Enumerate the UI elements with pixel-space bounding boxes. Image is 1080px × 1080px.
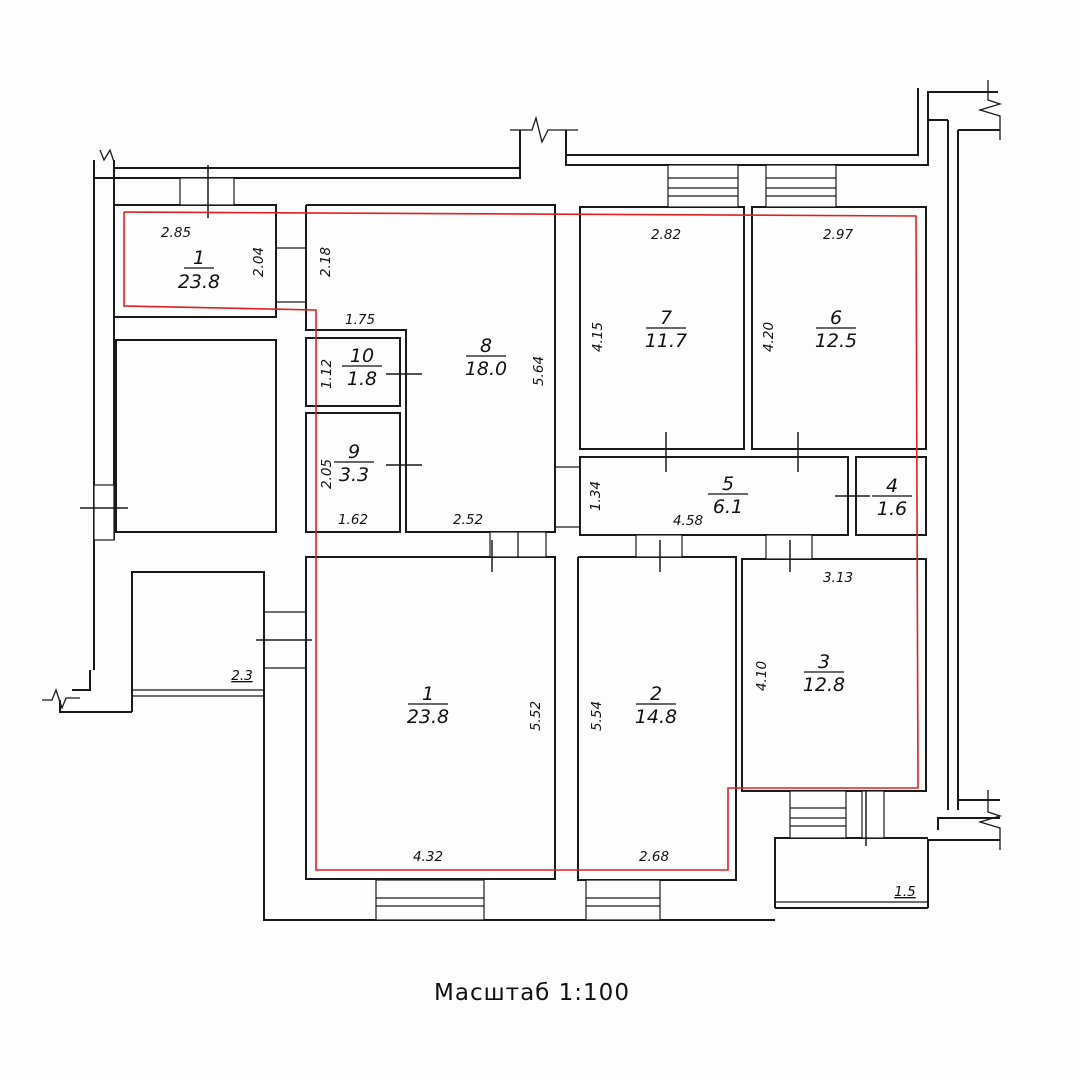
room-6-area: 12.5 [815, 330, 857, 352]
dim-r6-width: 2.97 [823, 227, 853, 243]
window-room-7 [667, 164, 739, 208]
unlabeled-room-outline [115, 339, 277, 533]
room-8-outline [305, 204, 556, 533]
dim-r9-width: 1.62 [338, 512, 368, 528]
room-1-number: 1 [422, 683, 434, 705]
room-10-number: 10 [350, 345, 374, 367]
room-labels: 1 23.8 [178, 247, 220, 293]
room-4-number: 4 [886, 475, 898, 497]
room-9-number: 9 [348, 441, 360, 463]
dim-r7-width: 2.82 [651, 227, 681, 243]
room-10-label: 101.8 [342, 345, 382, 390]
room-11-label: 1 23.8 [178, 247, 220, 293]
room-2-number: 2 [650, 683, 662, 705]
dim-r2-width: 2.68 [639, 849, 669, 865]
dimension-labels: 2.85 2.04 2.18 1.75 5.64 2.52 1.12 2.05 … [161, 225, 916, 900]
window-room-3 [789, 790, 847, 839]
room-7-number: 7 [660, 307, 672, 329]
svg-text:23.8: 23.8 [178, 271, 220, 293]
dim-r5-width: 4.58 [673, 513, 703, 529]
dim-r9-height: 2.05 [319, 459, 335, 489]
room-4-area: 1.6 [877, 498, 907, 520]
room-5-number: 5 [722, 473, 734, 495]
window-room-11 [179, 177, 235, 206]
room-6-label: 612.5 [815, 307, 857, 352]
window-room-1 [375, 879, 485, 921]
room-9-label: 93.3 [334, 441, 374, 486]
dim-r6-height: 4.20 [761, 322, 777, 352]
room-1-area: 23.8 [407, 706, 449, 728]
dim-right-annex: 1.5 [894, 884, 915, 900]
room-3-label: 312.8 [803, 651, 845, 696]
room-3-number: 3 [818, 651, 830, 673]
room-4-label: 41.6 [872, 475, 912, 520]
room-3-area: 12.8 [803, 674, 845, 696]
room-8-label: 818.0 [465, 335, 507, 380]
room-7-area: 11.7 [645, 330, 687, 352]
room-5-label: 56.1 [708, 473, 748, 518]
dim-r1-width: 4.32 [413, 849, 443, 865]
dim-r1-height: 5.52 [528, 701, 544, 731]
room-7-label: 711.7 [645, 307, 687, 352]
svg-text:1: 1 [193, 247, 205, 269]
window-room-2 [585, 879, 661, 921]
scale-label: Масштаб 1:100 [434, 980, 630, 1006]
dim-r8-top: 1.75 [345, 312, 375, 328]
left-annex-outline [131, 571, 265, 712]
room-labels-main: 123.8214.8312.841.656.1612.5711.7818.093… [334, 307, 912, 728]
windows [93, 164, 885, 921]
dim-r8-bottom: 2.52 [453, 512, 483, 528]
dim-r11-height: 2.04 [251, 247, 267, 277]
room-5-area: 6.1 [713, 496, 743, 518]
wall-break-marks [42, 80, 1003, 850]
room-6-outline [751, 206, 927, 450]
dim-left-annex: 2.3 [231, 668, 252, 684]
room-1-label: 123.8 [407, 683, 449, 728]
apartment-boundary [123, 211, 919, 871]
dim-r3-height: 4.10 [754, 661, 770, 691]
room-2-outline [577, 556, 737, 881]
room-7-outline [579, 206, 745, 450]
room-6-number: 6 [830, 307, 842, 329]
room-10-area: 1.8 [347, 368, 377, 390]
dim-r3-width: 3.13 [823, 570, 853, 586]
dim-r7-height: 4.15 [590, 322, 606, 352]
room-9-outline [305, 412, 401, 533]
room-2-label: 214.8 [635, 683, 677, 728]
dim-r8-height: 5.64 [531, 356, 547, 386]
room-2-area: 14.8 [635, 706, 677, 728]
window-left [93, 484, 115, 541]
room-8-number: 8 [480, 335, 492, 357]
window-room-6 [765, 164, 837, 208]
dim-r2-height: 5.54 [589, 701, 605, 731]
room-1-outline [305, 556, 556, 880]
dim-r8-left: 2.18 [318, 247, 334, 277]
room-8-area: 18.0 [465, 358, 507, 380]
dim-r11-width: 2.85 [161, 225, 191, 241]
door-marks [80, 165, 870, 846]
dim-r10-height: 1.12 [319, 359, 335, 389]
dim-r5-height: 1.34 [588, 481, 604, 511]
room-10-outline [305, 337, 401, 407]
room-9-area: 3.3 [339, 464, 369, 486]
